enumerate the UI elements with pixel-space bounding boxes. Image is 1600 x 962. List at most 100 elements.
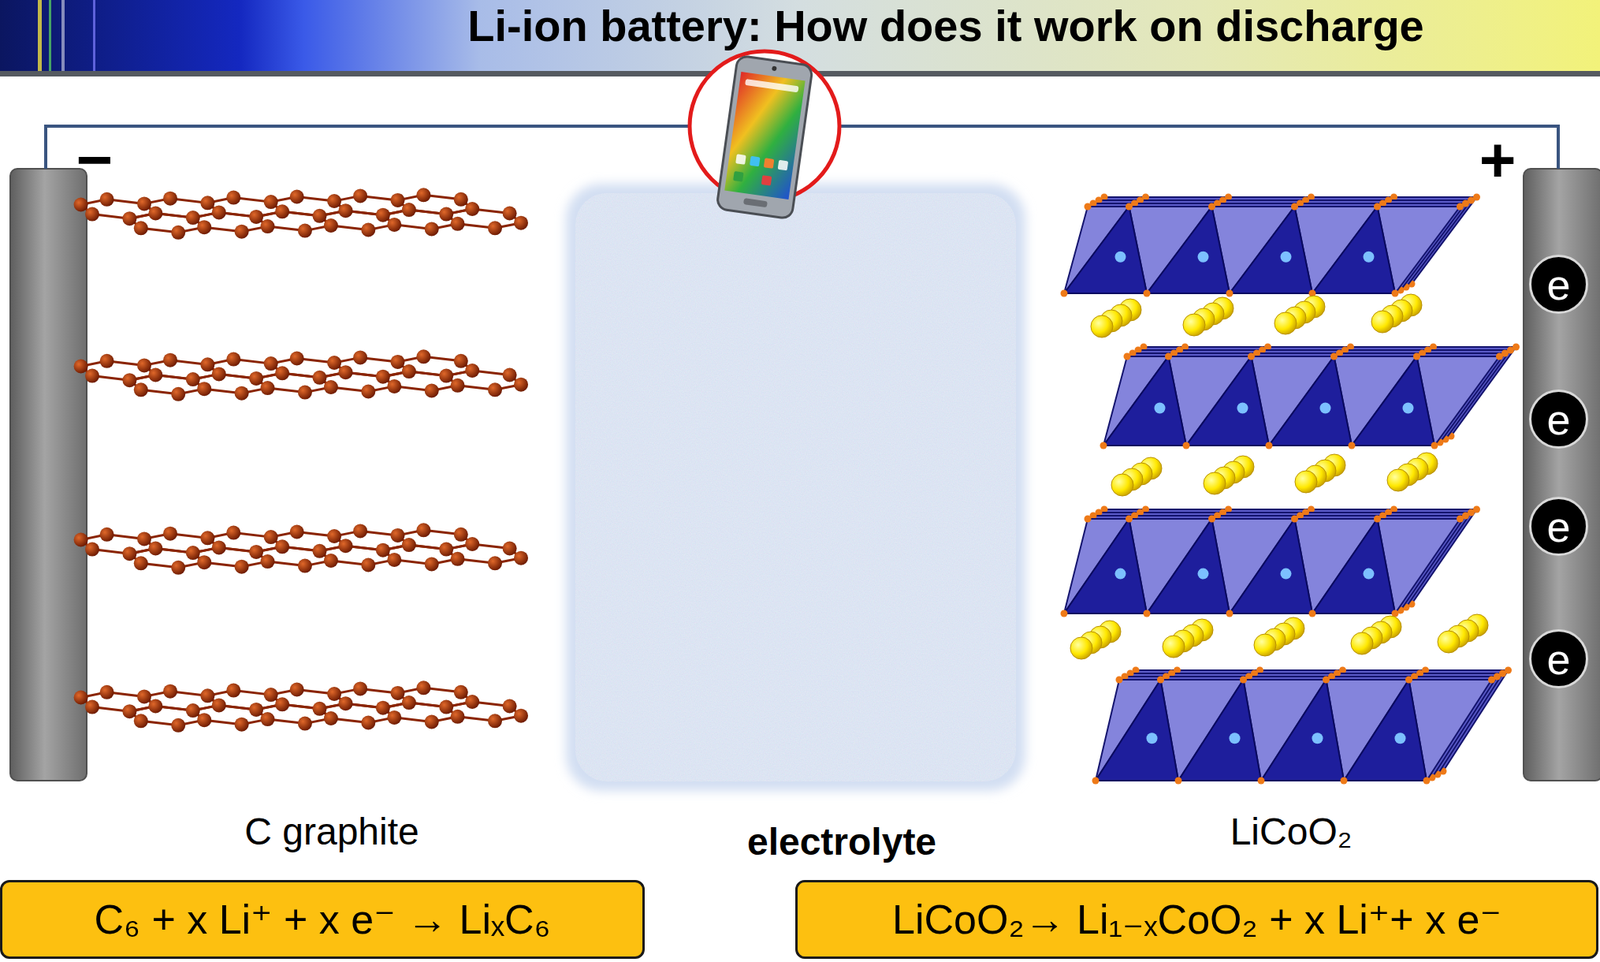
carbon-atom <box>264 529 279 544</box>
carbon-atom <box>386 379 402 394</box>
graphene-sheet <box>74 522 529 575</box>
carbon-atom <box>424 221 440 236</box>
cobalt-atom <box>1280 568 1292 580</box>
lithium-chain <box>1203 455 1254 495</box>
carbon-atom <box>360 558 376 573</box>
carbon-atom <box>453 527 469 542</box>
carbon-atom <box>275 204 290 219</box>
carbon-atom <box>439 368 454 384</box>
cobalt-atom <box>1198 251 1210 263</box>
carbon-atom <box>163 684 178 699</box>
carbon-atom <box>200 357 215 372</box>
oxygen-atom <box>1208 203 1216 211</box>
octahedron-face <box>1351 356 1435 446</box>
cobalt-atom <box>1363 568 1375 580</box>
octahedron-face <box>1229 206 1313 294</box>
lithium-chain <box>1162 618 1214 658</box>
oxygen-atom <box>1060 610 1068 618</box>
lithium-ion <box>1437 630 1460 653</box>
coo2-layer <box>1060 506 1481 618</box>
phone-app-icon <box>735 153 747 165</box>
carbon-atom <box>453 684 469 700</box>
octahedron-face <box>1343 679 1427 781</box>
phone-app-icon <box>777 160 789 172</box>
carbon-atom <box>226 352 241 367</box>
lithium-chain <box>1387 452 1438 492</box>
header-stripe <box>61 0 65 73</box>
carbon-atom <box>323 710 339 726</box>
carbon-atom <box>487 220 503 235</box>
carbon-atom <box>312 370 328 385</box>
cobalt-atom <box>1229 732 1241 744</box>
oxygen-atom <box>1456 515 1464 523</box>
cobalt-atom <box>1402 402 1414 414</box>
electrolyte-texture <box>575 193 1016 782</box>
carbon-atom <box>137 531 152 546</box>
carbon-atom <box>424 556 440 571</box>
carbon-atom <box>416 349 431 364</box>
carbon-atom <box>390 193 406 208</box>
carbon-atom <box>312 543 328 559</box>
carbon-atom <box>312 701 328 716</box>
lithium-ion <box>1253 633 1277 656</box>
carbon-atom <box>386 552 402 567</box>
carbon-atom <box>290 682 305 697</box>
oxygen-atom <box>1060 290 1068 298</box>
oxygen-atom <box>1239 676 1247 684</box>
oxygen-atom <box>1373 515 1381 523</box>
carbon-atom <box>85 368 100 384</box>
electron-circle: e <box>1529 628 1589 689</box>
carbon-atom <box>200 195 215 210</box>
lithium-chain <box>1111 457 1162 496</box>
lithium-ion <box>1371 310 1394 333</box>
carbon-atom <box>133 382 149 397</box>
oxygen-atom <box>1143 290 1151 298</box>
oxygen-atom <box>1164 353 1173 361</box>
carbon-atom <box>513 377 529 392</box>
carbon-atom <box>163 353 178 368</box>
carbon-atom <box>323 553 339 568</box>
carbon-atom <box>401 364 417 379</box>
lithium-ion <box>1183 313 1206 336</box>
oxygen-atom <box>1348 442 1356 450</box>
graphite-layers <box>74 187 529 733</box>
carbon-atom <box>74 197 89 213</box>
octahedron-face <box>1186 356 1269 446</box>
coo2-layer <box>1060 193 1481 298</box>
carbon-atom <box>226 683 241 698</box>
lithium-chain <box>1294 453 1346 493</box>
electron-circle: e <box>1529 254 1589 314</box>
oxygen-atom <box>1291 203 1299 211</box>
carbon-atom <box>234 559 250 574</box>
carbon-atom <box>338 695 354 711</box>
octahedron-face <box>1268 356 1352 446</box>
carbon-atom <box>513 708 529 723</box>
carbon-atom <box>226 525 241 540</box>
phone-icon <box>716 55 813 219</box>
lithium-ion <box>1070 636 1093 659</box>
carbon-atom <box>148 541 163 556</box>
electrolyte-label: electrolyte <box>621 819 1063 864</box>
oxygen-atom <box>1175 777 1183 785</box>
oxygen-atom <box>1092 777 1100 785</box>
carbon-atom <box>264 194 279 209</box>
lithium-chain <box>1437 613 1489 653</box>
oxygen-atom <box>1391 290 1400 298</box>
oxygen-atom <box>1413 353 1421 361</box>
phone-camera <box>771 65 778 71</box>
octahedron-face <box>1146 518 1230 614</box>
carbon-atom <box>401 537 417 552</box>
cobalt-atom <box>1198 568 1210 580</box>
carbon-atom <box>100 527 115 542</box>
lithium-chain <box>1183 297 1234 336</box>
carbon-atom <box>353 523 368 538</box>
carbon-atom <box>353 349 368 365</box>
oxygen-atom <box>1208 515 1216 523</box>
carbon-atom <box>465 201 480 216</box>
cobalt-atom <box>1395 732 1407 744</box>
carbon-atom <box>260 380 276 395</box>
oxygen-atom <box>1226 290 1234 298</box>
oxygen-atom <box>1291 515 1299 523</box>
carbon-atom <box>338 203 354 218</box>
